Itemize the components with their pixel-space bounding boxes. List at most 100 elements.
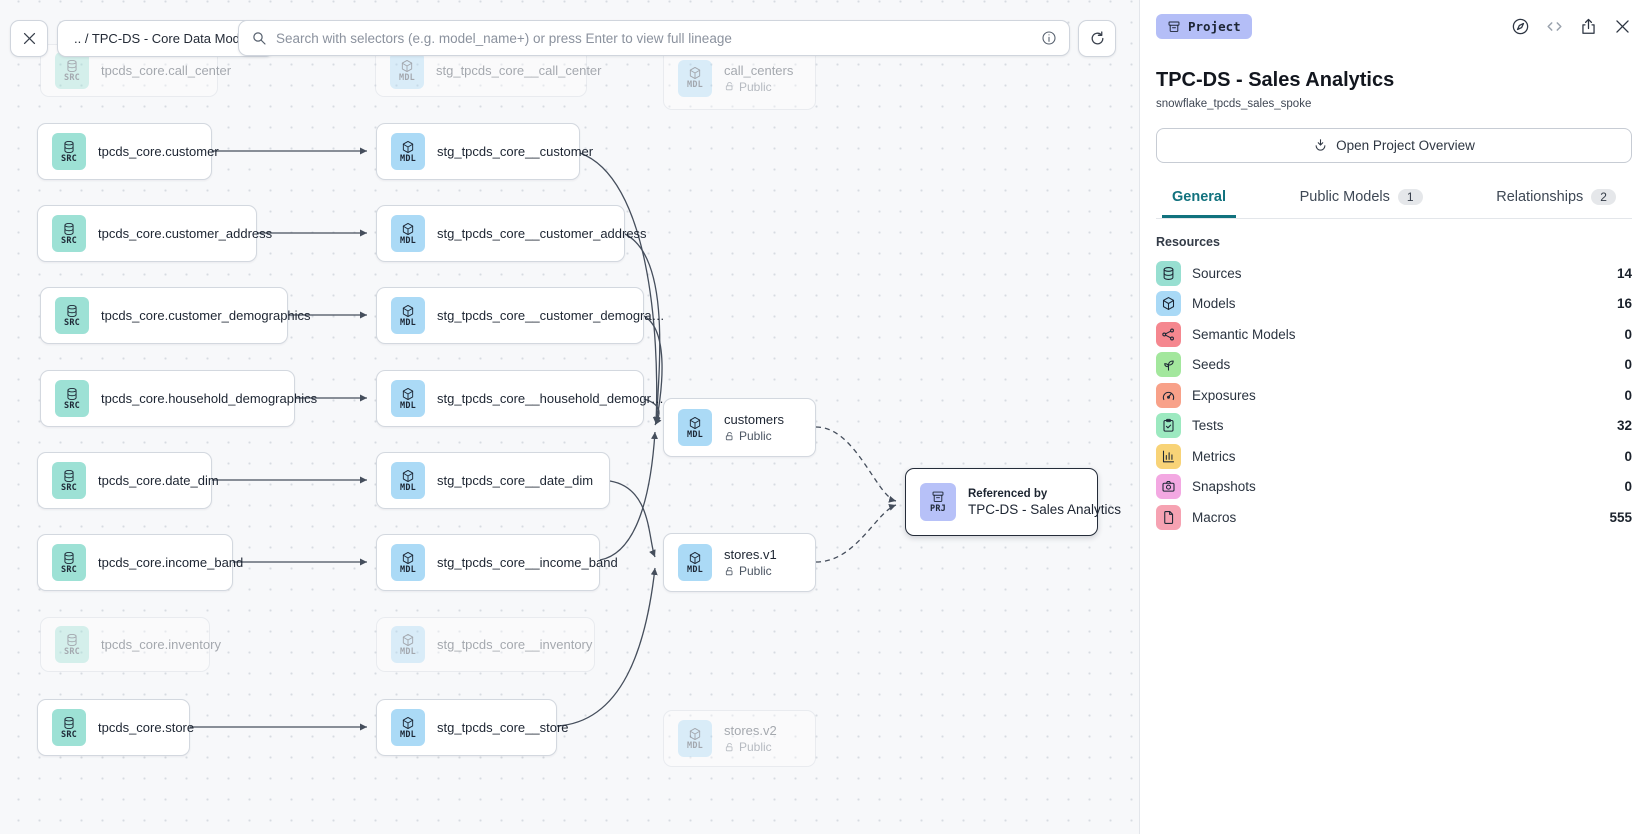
tests-icon	[1156, 413, 1181, 439]
exposures-icon	[1156, 382, 1181, 408]
resource-count: 32	[1616, 418, 1632, 434]
node-label: stg_tpcds_core__store	[437, 720, 569, 735]
resource-row-macros: Macros 555	[1156, 502, 1632, 533]
resource-count: 555	[1609, 509, 1632, 525]
node-src-inventory[interactable]: SRC tpcds_core.inventory	[40, 617, 221, 672]
node-mdl-stg-customer-address[interactable]: MDL stg_tpcds_core__customer_address	[376, 205, 647, 262]
breadcrumb[interactable]: .. / TPC-DS - Core Data Models	[57, 20, 274, 57]
model-chip: MDL	[391, 215, 425, 252]
node-label: stg_tpcds_core__customer_address	[437, 226, 647, 241]
node-mdl-stores-v2[interactable]: MDL stores.v2 Public	[663, 710, 816, 767]
semantic-models-icon	[1156, 321, 1181, 347]
info-icon[interactable]	[1041, 30, 1057, 46]
source-chip: SRC	[52, 133, 86, 170]
tab-count-badge: 2	[1591, 189, 1616, 205]
resource-count: 0	[1624, 357, 1632, 373]
node-label: tpcds_core.customer_demographics	[101, 308, 311, 323]
source-chip: SRC	[55, 380, 89, 417]
lineage-canvas[interactable]: SRC tpcds_core.call_center MDL stg_tpcds…	[0, 0, 1139, 834]
tab-general[interactable]: General	[1162, 183, 1236, 218]
resource-row-tests: Tests 32	[1156, 411, 1632, 442]
project-chip: PRJ	[920, 483, 956, 521]
share-icon[interactable]	[1579, 17, 1598, 36]
search-input[interactable]	[276, 30, 1032, 46]
resource-row-snapshots: Snapshots 0	[1156, 472, 1632, 503]
node-mdl-stg-store[interactable]: MDL stg_tpcds_core__store	[376, 699, 569, 756]
explore-lineage-icon[interactable]	[1511, 17, 1530, 36]
node-label: tpcds_core.customer_address	[98, 226, 273, 241]
node-label: tpcds_core.call_center	[101, 63, 232, 78]
node-prj-tpcds-sales-analytics[interactable]: PRJ Referenced by TPC-DS - Sales Analyti…	[905, 468, 1121, 536]
node-mdl-stg-income-band[interactable]: MDL stg_tpcds_core__income_band	[376, 534, 618, 591]
node-mdl-call-centers[interactable]: MDL call_centers Public	[663, 46, 816, 110]
lineage-search	[238, 20, 1070, 56]
source-chip: SRC	[55, 52, 89, 89]
model-chip: MDL	[678, 544, 712, 581]
source-chip: SRC	[52, 215, 86, 252]
node-label: stg_tpcds_core__household_demogr…	[437, 391, 664, 406]
macros-icon	[1156, 504, 1181, 530]
source-chip: SRC	[52, 544, 86, 581]
node-mdl-stg-customer[interactable]: MDL stg_tpcds_core__customer	[376, 123, 593, 180]
node-mdl-customers[interactable]: MDL customers Public	[663, 398, 816, 457]
node-label: stg_tpcds_core__call_center	[436, 63, 602, 78]
resource-count: 0	[1624, 479, 1632, 495]
node-label: call_centers	[724, 62, 794, 78]
referenced-by-label: Referenced by	[968, 487, 1048, 500]
open-project-overview-button[interactable]: Open Project Overview	[1156, 128, 1632, 163]
source-chip: SRC	[52, 462, 86, 499]
node-label: stg_tpcds_core__income_band	[437, 555, 618, 570]
model-chip: MDL	[678, 409, 712, 446]
close-lineage-button[interactable]	[10, 20, 48, 57]
resource-row-sources: Sources 14	[1156, 258, 1632, 289]
model-chip: MDL	[678, 720, 712, 757]
source-chip: SRC	[55, 626, 89, 663]
project-type-badge: Project	[1156, 14, 1252, 39]
node-label: stg_tpcds_core__inventory	[437, 637, 593, 652]
node-label: stg_tpcds_core__customer	[437, 144, 594, 159]
access-row: Public	[724, 80, 793, 94]
node-src-household-demographics[interactable]: SRC tpcds_core.household_demographics	[40, 370, 317, 427]
unlock-icon	[724, 431, 735, 442]
resources-section-title: Resources	[1156, 235, 1220, 249]
open-overview-icon	[1313, 138, 1328, 153]
node-src-customer-demographics[interactable]: SRC tpcds_core.customer_demographics	[40, 287, 311, 344]
resource-count: 16	[1616, 296, 1632, 312]
panel-subtitle: snowflake_tpcds_sales_spoke	[1156, 98, 1312, 110]
sources-icon	[1156, 260, 1181, 286]
node-src-store[interactable]: SRC tpcds_core.store	[37, 699, 194, 756]
node-src-income-band[interactable]: SRC tpcds_core.income_band	[37, 534, 243, 591]
model-chip: MDL	[391, 133, 425, 170]
refresh-lineage-button[interactable]	[1078, 20, 1116, 57]
search-icon	[251, 30, 267, 46]
node-mdl-stg-customer-demographics[interactable]: MDL stg_tpcds_core__customer_demogra…	[376, 287, 665, 344]
unlock-icon	[724, 742, 735, 753]
node-src-date-dim[interactable]: SRC tpcds_core.date_dim	[37, 452, 219, 509]
access-row: Public	[724, 429, 784, 443]
node-mdl-stores-v1[interactable]: MDL stores.v1 Public	[663, 533, 816, 592]
node-label: tpcds_core.customer	[98, 144, 219, 159]
project-details-panel: Project TPC-DS - Sales Analytics snowfla…	[1139, 0, 1648, 834]
code-icon[interactable]	[1545, 17, 1564, 36]
project-icon	[1167, 20, 1181, 34]
node-mdl-stg-date-dim[interactable]: MDL stg_tpcds_core__date_dim	[376, 452, 610, 509]
node-label: tpcds_core.household_demographics	[101, 391, 318, 406]
model-chip: MDL	[391, 626, 425, 663]
unlock-icon	[724, 81, 735, 92]
lineage-edges	[190, 147, 897, 731]
node-mdl-stg-inventory[interactable]: MDL stg_tpcds_core__inventory	[376, 617, 595, 672]
node-mdl-stg-household-demographics[interactable]: MDL stg_tpcds_core__household_demogr…	[376, 370, 664, 427]
node-label: stores.v2	[724, 723, 777, 738]
node-src-customer[interactable]: SRC tpcds_core.customer	[37, 123, 219, 180]
models-icon	[1156, 291, 1181, 317]
node-label: tpcds_core.inventory	[101, 637, 221, 652]
resource-count: 0	[1624, 326, 1632, 342]
model-chip: MDL	[390, 52, 424, 89]
node-label: tpcds_core.store	[98, 720, 195, 735]
resources-list: Sources 14 Models 16 Semantic Models 0 S…	[1156, 258, 1632, 533]
node-src-customer-address[interactable]: SRC tpcds_core.customer_address	[37, 205, 272, 262]
close-panel-icon[interactable]	[1613, 17, 1632, 36]
